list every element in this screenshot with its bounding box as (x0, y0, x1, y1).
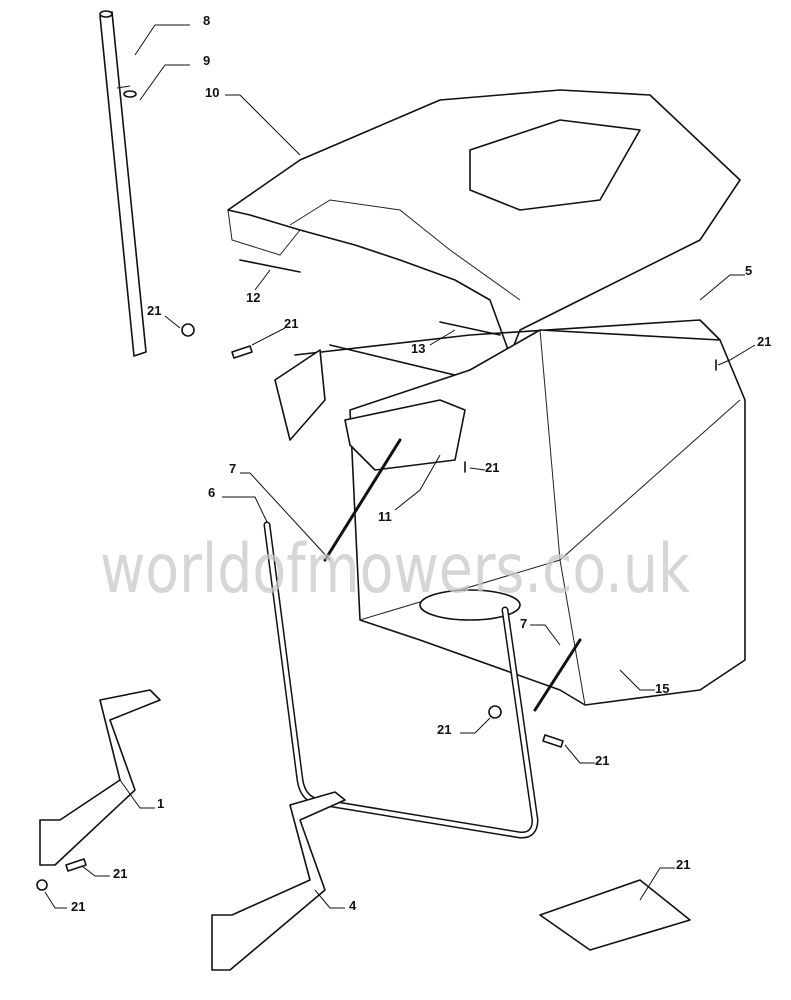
callout-21: 21 (147, 303, 161, 318)
callout-6: 6 (208, 485, 215, 500)
handle-tube (99, 10, 147, 357)
grass-bag-lid (227, 89, 741, 356)
rod-12 (239, 259, 301, 273)
gas-strut-right (533, 638, 582, 712)
callout-21: 21 (485, 460, 499, 475)
leader-lines (44, 24, 756, 909)
callout-9: 9 (203, 53, 210, 68)
callout-21: 21 (757, 334, 771, 349)
callout-5: 5 (745, 263, 752, 278)
callout-7: 7 (520, 616, 527, 631)
callout-13: 13 (411, 341, 425, 356)
watermark: worldofmowers.co.uk (100, 530, 690, 609)
fasteners (36, 323, 717, 951)
callout-7: 7 (229, 461, 236, 476)
callout-21: 21 (676, 857, 690, 872)
callout-numbers: 8 9 10 12 21 21 13 5 21 21 11 7 6 7 15 2… (71, 13, 771, 914)
callout-11: 11 (378, 509, 392, 524)
gas-strut-left (323, 438, 402, 562)
callout-10: 10 (205, 85, 219, 100)
callout-8: 8 (203, 13, 210, 28)
flap-11 (344, 399, 466, 471)
callout-21: 21 (113, 866, 127, 881)
callout-4: 4 (349, 898, 357, 913)
callout-12: 12 (246, 290, 260, 305)
callout-21: 21 (284, 316, 298, 331)
rod-13 (439, 321, 501, 336)
bracket-4 (211, 791, 346, 971)
callout-21: 21 (437, 722, 451, 737)
callout-15: 15 (655, 681, 669, 696)
callout-21: 21 (595, 753, 609, 768)
callout-1: 1 (157, 796, 164, 811)
callout-21: 21 (71, 899, 85, 914)
bracket-1 (39, 689, 161, 866)
grass-bag (349, 329, 746, 706)
